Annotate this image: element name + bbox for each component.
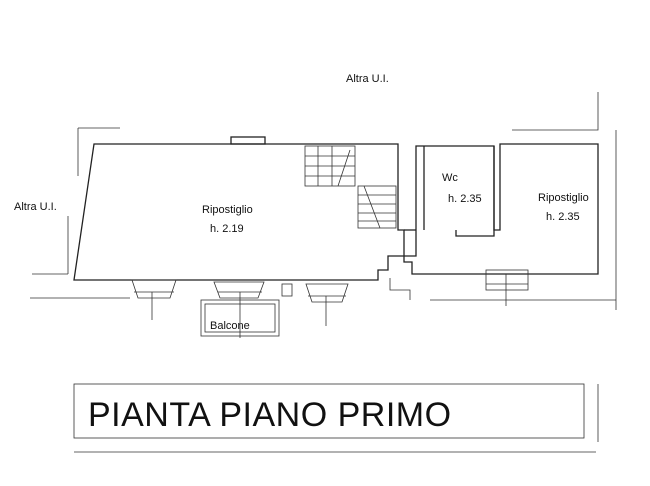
room-name: Ripostiglio bbox=[202, 204, 253, 216]
plan-title: PIANTA PIANO PRIMO bbox=[88, 396, 452, 434]
room-ripostiglio-main: Ripostiglio h. 2.19 bbox=[202, 204, 253, 235]
south-openings bbox=[131, 269, 529, 338]
neighbor-label-top: Altra U.I. bbox=[346, 73, 389, 85]
neighbor-label-left: Altra U.I. bbox=[14, 201, 57, 213]
chimney-duct bbox=[230, 136, 266, 145]
title-block: PIANTA PIANO PRIMO bbox=[73, 383, 599, 453]
balcony-label: Balcone bbox=[210, 320, 250, 332]
staircase bbox=[304, 145, 397, 229]
room-name: Wc bbox=[442, 172, 458, 184]
room-name: Ripostiglio bbox=[538, 192, 589, 204]
neighbor-boundaries bbox=[30, 92, 617, 310]
room-height: h. 2.35 bbox=[448, 193, 482, 205]
room-height: h. 2.35 bbox=[546, 211, 580, 223]
room-wc: Wc h. 2.35 bbox=[442, 172, 482, 205]
room-ripostiglio-right: Ripostiglio h. 2.35 bbox=[538, 192, 589, 223]
partition-walls bbox=[404, 146, 495, 237]
balcony bbox=[200, 299, 280, 337]
room-height: h. 2.19 bbox=[210, 223, 244, 235]
outer-walls bbox=[73, 136, 599, 281]
